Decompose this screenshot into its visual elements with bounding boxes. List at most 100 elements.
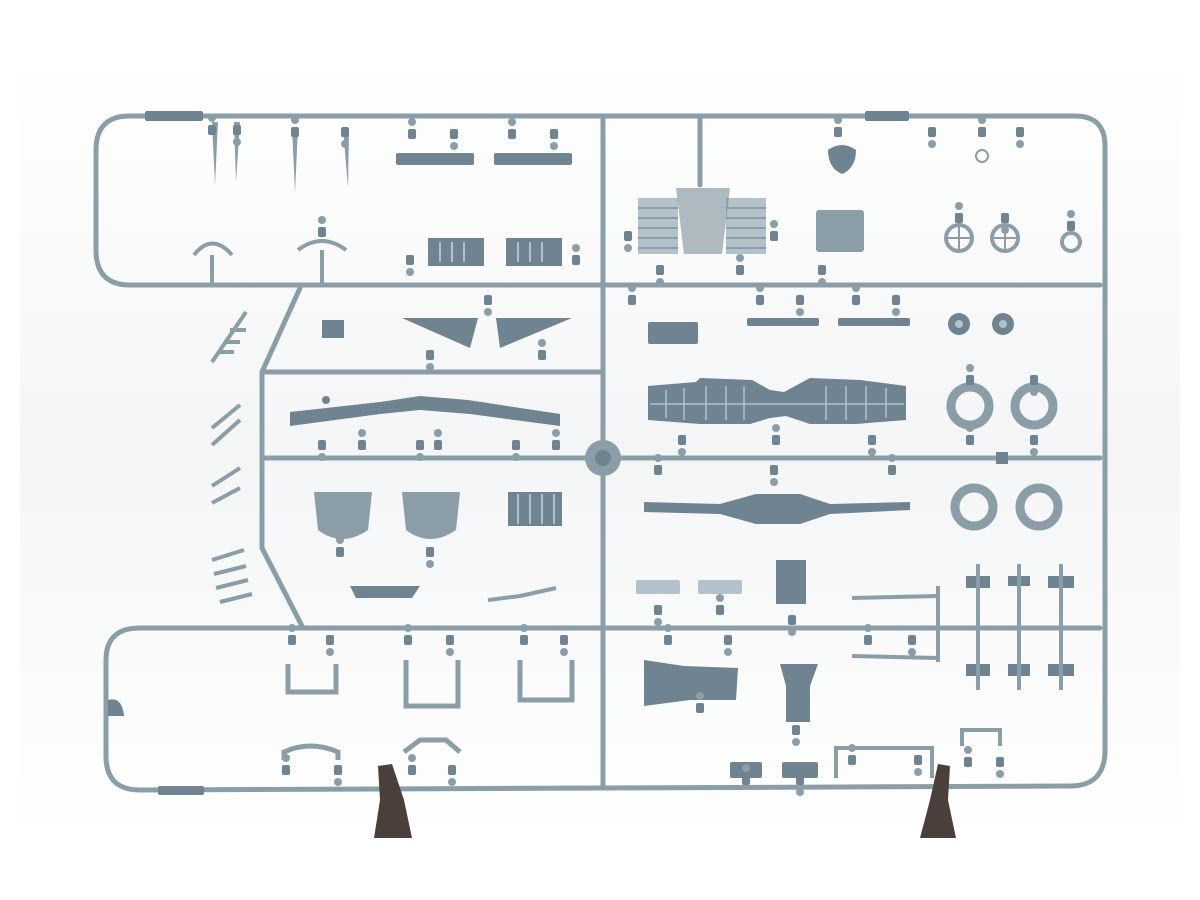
part-cockpit-frames [281, 660, 575, 760]
sprue-knob [408, 118, 416, 126]
sprue-knob [404, 624, 412, 632]
sprue-gate [864, 635, 872, 645]
sprue-knob [208, 114, 216, 122]
runner-diag-lower [259, 545, 305, 629]
sprue-gate [792, 725, 800, 735]
sprue-gate [408, 765, 416, 775]
sprue-gate [512, 440, 520, 450]
sprue-gate [756, 295, 764, 305]
sprue-knob [736, 254, 744, 262]
sprue-knob [512, 453, 520, 461]
sprue-gate [560, 635, 568, 645]
sprue-knob [664, 624, 672, 632]
sprue-gate [508, 129, 516, 139]
part-plate [816, 210, 864, 252]
sprue-knob [770, 220, 778, 228]
sprue-knob [864, 624, 872, 632]
sprue-knob [724, 648, 732, 656]
sprue-knob [834, 116, 842, 124]
sprue-gate [550, 129, 558, 139]
sprue-knob [318, 216, 326, 224]
sprue-knob [1030, 448, 1038, 456]
sprue-gate [818, 265, 826, 275]
sprue-knob [756, 284, 764, 292]
sprue-knob [446, 648, 454, 656]
sprue-knob [572, 244, 580, 252]
sprue-knob [448, 778, 456, 786]
sprue-knob [796, 788, 804, 796]
sprue-gate [408, 129, 416, 139]
sprue-gate [538, 350, 546, 360]
sprue-knob [978, 116, 986, 124]
sprue-knob [654, 618, 662, 626]
sprue-gate [426, 350, 434, 360]
sprue-gate [788, 615, 796, 625]
sprue-knob [334, 778, 342, 786]
sprue-gate [716, 605, 724, 615]
frame-label-tabs [145, 111, 909, 795]
sprue-gate [288, 635, 296, 645]
sprue-knob [484, 308, 492, 316]
part-mechanism [648, 318, 910, 344]
part-bottom-details [108, 699, 1002, 778]
sprue-knob [678, 448, 686, 456]
sprue-knob [654, 454, 662, 462]
sprue-gate [654, 605, 662, 615]
sprue-gate [446, 635, 454, 645]
sprue-gate [914, 755, 922, 765]
sprue-gate [520, 635, 528, 645]
sprue-knob [508, 118, 516, 126]
sprue-knob [1001, 226, 1009, 234]
sprue-gate [1067, 221, 1075, 231]
sprue-gate [434, 440, 442, 450]
sprue-gate [978, 127, 986, 137]
sprue-gate [742, 775, 750, 785]
sprue-knob [233, 138, 241, 146]
sprue-gate [1030, 435, 1038, 445]
sprue-knob [628, 284, 636, 292]
sprue-gate [624, 231, 632, 241]
sprue-gate [208, 125, 216, 135]
sprue-knob [624, 244, 632, 252]
sprue-gate [404, 635, 412, 645]
sprue-knob [716, 594, 724, 602]
part-linkage-rods [851, 586, 940, 662]
sprue-knob [434, 429, 442, 437]
sprue-gate [341, 127, 349, 137]
sprue-gate [955, 213, 963, 223]
sprue-knob [656, 278, 664, 286]
part-combs [210, 310, 253, 604]
sprue-gate [426, 547, 434, 557]
sprue-gate [282, 765, 290, 775]
sprue-gate [552, 440, 560, 450]
sprue-gate [664, 635, 672, 645]
sprue-gate [1030, 375, 1038, 385]
part-small-wheels [944, 223, 1082, 335]
sprue-gate [450, 129, 458, 139]
part-wing-spar-upper [290, 396, 560, 426]
sprue-gate [888, 465, 896, 475]
sprue-knob [914, 768, 922, 776]
sprue-knob [955, 202, 963, 210]
sprue-knob [560, 648, 568, 656]
sprue-knob [966, 364, 974, 372]
sprue-gate [233, 125, 241, 135]
part-lower-brackets [350, 560, 806, 604]
sprue-gate [318, 440, 326, 450]
part-radiator-grilles [638, 188, 766, 254]
sprue-knob [341, 140, 349, 148]
kit-parts [108, 114, 1082, 796]
sprue-gate [852, 295, 860, 305]
sprue-gate [654, 465, 662, 475]
sprue-knob [892, 308, 900, 316]
part-wing-brackets [322, 318, 572, 348]
sprue-knob [908, 648, 916, 656]
sprue-knob [318, 453, 326, 461]
sprue-knob [1016, 140, 1024, 148]
sprue-knob [336, 536, 344, 544]
sprue-gate [336, 547, 344, 557]
sprue-knob [426, 363, 434, 371]
sprue-gate [448, 765, 456, 775]
sprue-gate [406, 255, 414, 265]
